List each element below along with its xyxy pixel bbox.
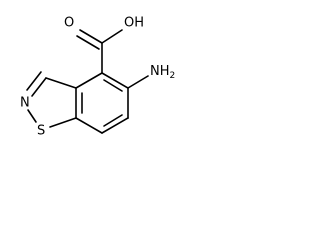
bond-c7-c7a	[75, 117, 103, 134]
atom-label-sulfur: S	[37, 124, 45, 139]
bond-c3a-c3	[45, 77, 77, 89]
bond-s1-c7a	[49, 117, 77, 128]
bond-n2-s1	[27, 109, 37, 123]
atom-label-nitrogen: N	[20, 96, 30, 111]
double-bond-c6-c7	[103, 114, 123, 127]
bond-c-oh	[101, 29, 123, 44]
amino-nh-text: NH	[150, 64, 170, 79]
double-bond-c3-n2	[26, 71, 42, 91]
amino-subscript-text: 2	[170, 71, 176, 81]
bond-c4-c5	[101, 72, 129, 89]
bond-c6-c7	[101, 117, 129, 134]
bond-c3a-c4	[75, 72, 103, 89]
bond-c5-nh2	[127, 75, 149, 89]
double-bond-c-o	[79, 29, 103, 44]
bond-c3-n2	[31, 77, 47, 97]
atom-label-oxygen: O	[64, 16, 74, 31]
atom-label-hydroxyl: OH	[124, 16, 144, 31]
double-bond-c-o-inner	[76, 35, 100, 50]
double-bond-c4-c5	[103, 79, 123, 92]
atom-label-amino: NH2	[150, 64, 175, 81]
chemical-structure-diagram: O OH NH2 N S	[20, 16, 175, 139]
